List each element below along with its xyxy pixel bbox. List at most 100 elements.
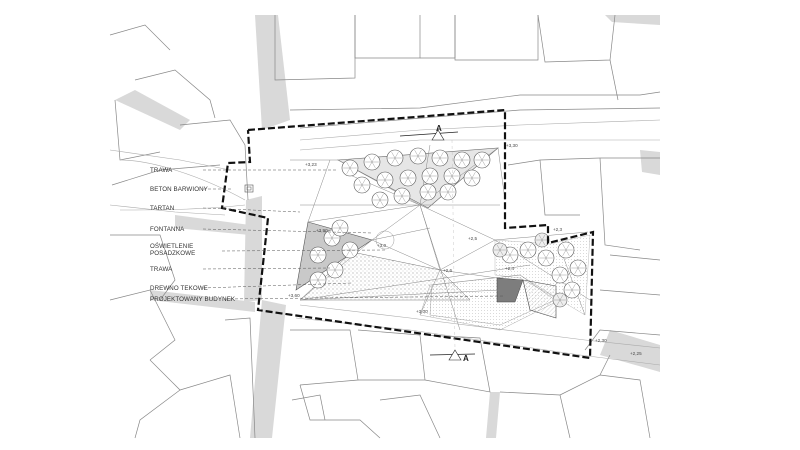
level-7: +3,00 <box>416 309 428 314</box>
tree-branch <box>468 177 473 184</box>
tree-branch <box>361 184 366 191</box>
tree-branch <box>471 177 476 184</box>
tree-branch <box>349 162 354 169</box>
tree-branch <box>538 239 543 246</box>
tree-branch <box>481 154 486 161</box>
fountain <box>375 230 395 250</box>
tree-branch <box>314 249 319 256</box>
tree-branch <box>314 279 319 286</box>
tree-branch <box>568 284 573 291</box>
tree-branch <box>496 249 501 256</box>
tree-branch <box>427 191 432 198</box>
tree-branch <box>368 161 373 168</box>
legend-fontanna: FONTANNA <box>150 226 185 233</box>
tree-branch <box>448 175 453 182</box>
tree-branch <box>444 186 449 193</box>
tree-branch <box>538 234 543 241</box>
tree-branch <box>381 179 386 186</box>
section-line: A A <box>399 124 476 363</box>
tree-branch <box>328 232 333 239</box>
tree-branch <box>334 269 339 276</box>
tree-branch <box>404 177 409 184</box>
tree-branch <box>317 249 322 256</box>
tree-branch <box>336 227 341 234</box>
trees <box>309 147 587 299</box>
tree-branch <box>527 249 532 256</box>
tree-branch <box>424 191 429 198</box>
level-4: +3,0 <box>377 243 387 248</box>
tree-branch <box>314 274 319 281</box>
level-11: +2,25 <box>630 351 642 356</box>
tree-branch <box>574 267 579 274</box>
tree-branch <box>562 244 567 251</box>
level-3: +3,90 <box>316 228 328 233</box>
tree-branch <box>559 294 564 301</box>
tree-branch <box>346 167 351 174</box>
tree-branch <box>509 249 514 256</box>
tree-branch <box>499 244 504 251</box>
tree-branch <box>571 284 576 291</box>
tree-branch <box>447 186 452 193</box>
tree-branch <box>384 174 389 181</box>
tree-branch <box>328 237 333 244</box>
tree-branch <box>451 170 456 177</box>
tree-branch <box>559 269 564 276</box>
tree-branch <box>407 177 412 184</box>
tree-branch <box>346 162 351 169</box>
tree-branch <box>509 254 514 261</box>
tree-branch <box>346 249 351 256</box>
tree-branch <box>545 257 550 264</box>
tree-branch <box>556 294 561 301</box>
street-bands <box>115 15 660 438</box>
tree-branch <box>317 279 322 286</box>
level-2: +3,30 <box>506 143 518 148</box>
tree-branch <box>541 239 546 246</box>
tree-branch <box>379 199 384 206</box>
tree-branch <box>439 152 444 159</box>
tree-branch <box>499 249 504 256</box>
legend-oswietlenie-line2: POSADZKOWE <box>150 250 195 257</box>
tree-branch <box>358 179 363 186</box>
tree-branch <box>314 254 319 261</box>
tree-branch <box>556 299 561 306</box>
tree-branch <box>317 274 322 281</box>
tree-branch <box>556 274 561 281</box>
level-12: +2,5 <box>468 236 478 241</box>
tree-branch <box>524 244 529 251</box>
tree-branch <box>527 244 532 251</box>
tree-branch <box>439 157 444 164</box>
plot-boundary <box>220 108 595 360</box>
legend-projektowany-budynek: PROJEKTOWANY BUDYNEK <box>150 296 236 303</box>
legend-tartan: TARTAN <box>150 205 174 212</box>
legend-oswietlenie-line1: OŚWIETLENIE <box>150 242 193 250</box>
level-1: +3,23 <box>305 162 317 167</box>
tree-branch <box>542 257 547 264</box>
legend-drewno-tekowe: DREWNO TEKOWE <box>150 285 208 292</box>
tree-branch <box>346 244 351 251</box>
tree-branch <box>331 237 336 244</box>
tree-branch <box>349 167 354 174</box>
spot-levels: +3,23 +3,30 +3,90 +3,0 +2,6 +3,60 +3,00 … <box>288 143 642 356</box>
tree-branch <box>349 244 354 251</box>
tree-branch <box>565 249 570 256</box>
tree-branch <box>384 179 389 186</box>
tree-branch <box>331 269 336 276</box>
tree-branch <box>424 186 429 193</box>
tree-branch <box>401 195 406 202</box>
tree-branch <box>478 159 483 166</box>
tree-branch <box>426 175 431 182</box>
tree-branch <box>429 175 434 182</box>
tree-branch <box>444 191 449 198</box>
tree-branch <box>461 154 466 161</box>
tree-branch <box>339 222 344 229</box>
tree-branch <box>471 172 476 179</box>
tree-branch <box>448 170 453 177</box>
tree-branch <box>577 267 582 274</box>
tree-branch <box>376 194 381 201</box>
tree-branch <box>556 269 561 276</box>
tree-branch <box>414 155 419 162</box>
tree-branch <box>379 194 384 201</box>
section-mark-bottom: A <box>463 354 469 363</box>
tree-branch <box>358 184 363 191</box>
